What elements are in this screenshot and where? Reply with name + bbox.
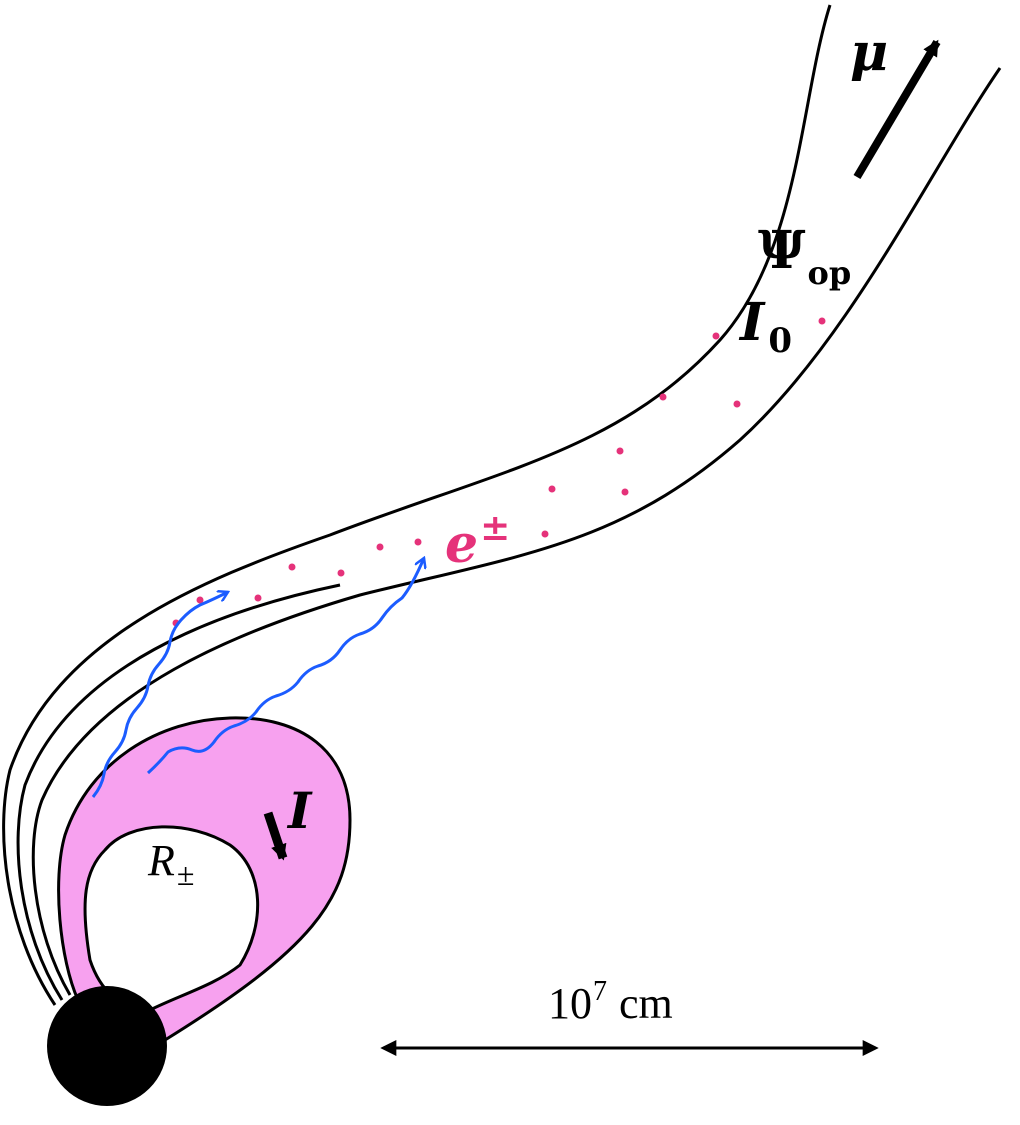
neutron-star: [47, 986, 167, 1106]
pairs-label: e±: [445, 507, 510, 575]
pair-dot: [548, 485, 556, 493]
current-arrow: [263, 811, 288, 861]
field-line-middle: [16, 583, 341, 1001]
pair-dot: [712, 332, 720, 340]
mu-arrow: [853, 39, 941, 180]
pair-dot: [541, 530, 549, 538]
pair-dot: [254, 594, 262, 602]
pair-dot: [621, 488, 629, 496]
photon-long: [146, 558, 424, 775]
open-flux-tube: [2, 4, 1002, 1006]
psi-label: Ψop: [758, 220, 851, 292]
field-line-outer: [2, 4, 832, 1006]
pair-dot: [818, 317, 826, 325]
pair-dot: [616, 447, 624, 455]
pair-dot: [414, 538, 422, 546]
loop-current-label: I: [286, 781, 313, 840]
region-label: R±: [147, 836, 194, 892]
pair-dot: [659, 393, 667, 401]
pair-dot: [337, 569, 345, 577]
pair-dot: [288, 563, 296, 571]
photon-arrows: [91, 558, 424, 798]
field-line-inner: [31, 67, 1002, 996]
pair-dot: [733, 400, 741, 408]
pair-dots: [172, 317, 826, 627]
photon-short: [91, 592, 228, 798]
pair-dot: [196, 596, 204, 604]
mu-label: μ: [850, 22, 888, 83]
pair-dot: [376, 543, 384, 551]
